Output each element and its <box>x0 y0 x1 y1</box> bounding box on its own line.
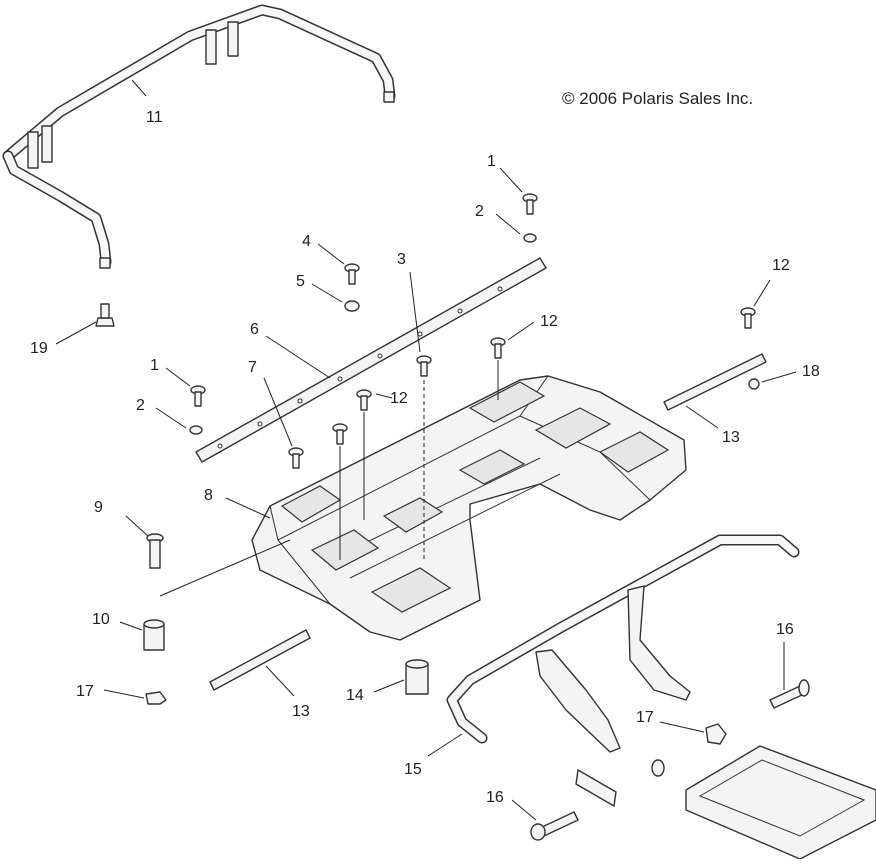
screw-12-b <box>356 389 372 520</box>
rear-rack-tube <box>446 534 800 753</box>
rail-holes <box>217 286 503 449</box>
pin-9 <box>146 533 164 569</box>
callout-labels: 11 1 2 4 5 3 12 6 7 12 1 2 12 18 13 19 8… <box>30 109 820 806</box>
callout-11: 11 <box>146 109 163 126</box>
callout-2-top: 2 <box>475 203 484 220</box>
washer-17 <box>651 759 665 777</box>
callout-12-b: 12 <box>390 390 408 407</box>
washer-2-top <box>523 233 537 243</box>
screw-7 <box>288 447 304 469</box>
bolt-16-right <box>769 679 810 709</box>
bracket-13-right <box>663 353 767 411</box>
callout-1-top: 1 <box>487 153 496 170</box>
callout-12-right: 12 <box>772 257 790 274</box>
spacer-10 <box>143 619 165 651</box>
screw-1-left <box>190 385 206 407</box>
leader-lines <box>55 79 797 821</box>
callout-9: 9 <box>94 499 103 516</box>
spacer-14 <box>405 659 429 695</box>
callout-18: 18 <box>802 363 820 380</box>
callout-3: 3 <box>397 251 406 268</box>
callout-13-lower: 13 <box>292 703 310 720</box>
bolt-16-lower <box>530 811 579 841</box>
callout-2-left: 2 <box>136 397 145 414</box>
long-rail-strip <box>195 257 547 463</box>
callout-16-right: 16 <box>776 621 794 638</box>
callout-13-right: 13 <box>722 429 740 446</box>
small-bracket <box>575 769 617 807</box>
callout-19: 19 <box>30 340 48 357</box>
screw-12-c <box>332 423 348 560</box>
nut-17-right <box>705 723 727 745</box>
callout-14: 14 <box>346 687 364 704</box>
callout-12-a: 12 <box>540 313 558 330</box>
callout-1-left: 1 <box>150 357 159 374</box>
push-rivet-19 <box>95 303 115 327</box>
copyright-text: © 2006 Polaris Sales Inc. <box>562 89 753 108</box>
callout-16-lower: 16 <box>486 789 504 806</box>
callout-5: 5 <box>296 273 305 290</box>
screw-1-top <box>522 193 538 215</box>
front-rack-tube <box>2 4 396 269</box>
callout-10: 10 <box>92 611 110 628</box>
frame-bracket <box>685 745 876 860</box>
nut-18 <box>748 378 760 390</box>
bracket-13-lower <box>209 629 311 691</box>
washer-2-left <box>189 425 203 435</box>
callout-17-left: 17 <box>76 683 94 700</box>
bolt-3 <box>416 355 432 560</box>
callout-6: 6 <box>250 321 259 338</box>
screw-4 <box>344 263 360 285</box>
nut-17-left <box>145 691 167 705</box>
callout-17-right: 17 <box>636 709 654 726</box>
callout-15: 15 <box>404 761 422 778</box>
screw-12-a <box>490 337 506 400</box>
callout-8: 8 <box>204 487 213 504</box>
callout-4: 4 <box>302 233 311 250</box>
screw-12-right <box>740 307 756 329</box>
washer-5 <box>344 300 360 312</box>
callout-7: 7 <box>248 359 257 376</box>
